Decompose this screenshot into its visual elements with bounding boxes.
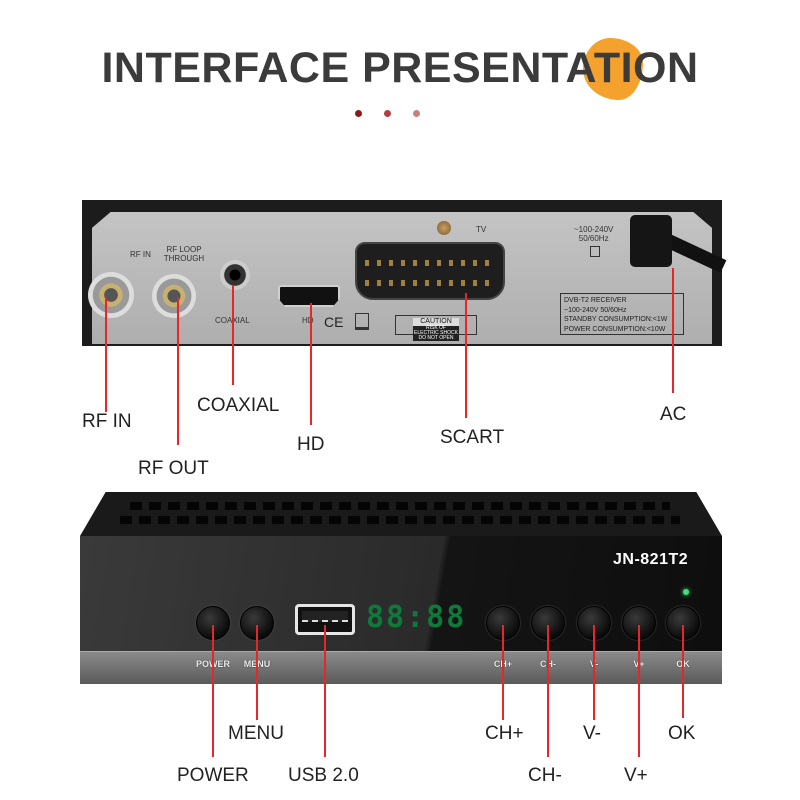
- callout-ch-plus: CH+: [485, 723, 524, 744]
- model-name: JN-821T2: [613, 551, 689, 568]
- caution-line1: RISK OF ELECTRIC SHOCK: [414, 325, 458, 336]
- callout-line: [177, 297, 179, 445]
- caution-label: CAUTION RISK OF ELECTRIC SHOCK DO NOT OP…: [395, 315, 477, 341]
- front-label-band: [80, 651, 722, 684]
- callout-rf-out: RF OUT: [138, 458, 209, 479]
- callout-line: [547, 625, 549, 757]
- scart-pins: [365, 260, 495, 266]
- usb-port-inner: [302, 611, 348, 622]
- weee-bin-icon: [355, 313, 369, 330]
- rf-out-connector: [152, 274, 196, 318]
- info-line: STANDBY CONSUMPTION:<1W: [564, 316, 668, 323]
- callout-v-plus: V+: [624, 765, 648, 786]
- vents: [120, 516, 680, 524]
- rf-in-connector: [88, 272, 134, 318]
- callout-usb: USB 2.0: [288, 765, 359, 786]
- callout-line: [593, 625, 595, 720]
- callout-line: [232, 285, 234, 385]
- front-face: [80, 536, 722, 652]
- voltage-label: ~100-240V 50/60Hz: [574, 225, 613, 243]
- callout-line: [212, 625, 214, 757]
- callout-ac: AC: [660, 404, 687, 425]
- info-line: POWER CONSUMPTION:<10W: [564, 325, 666, 333]
- rf-in-port-label: RF IN: [130, 250, 151, 259]
- info-line: DVB-T2 RECEIVER: [564, 297, 627, 304]
- ac-plug: [630, 215, 672, 267]
- callout-line: [465, 293, 467, 418]
- vents: [130, 502, 670, 510]
- tv-label: TV: [476, 225, 487, 234]
- callout-line: [682, 625, 684, 718]
- callout-ok: OK: [668, 723, 696, 744]
- callout-v-minus: V-: [583, 723, 601, 744]
- double-insulation-icon: [590, 246, 600, 257]
- callout-line: [256, 625, 258, 720]
- decor-dot: [413, 110, 420, 117]
- info-box: DVB-T2 RECEIVER ~100-240V 50/60Hz STANDB…: [560, 293, 684, 335]
- decor-dot: [384, 110, 391, 117]
- coaxial-connector: [220, 260, 250, 290]
- led-display: 88:88: [366, 600, 467, 635]
- hdmi-connector: [278, 285, 340, 307]
- callout-ch-minus: CH-: [528, 765, 562, 786]
- page-title: INTERFACE PRESENTATION: [101, 44, 699, 92]
- callout-line: [638, 625, 640, 757]
- callout-coaxial: COAXIAL: [197, 395, 280, 416]
- orange-blob-decoration: [583, 38, 643, 100]
- rf-loop-port-label: RF LOOP THROUGH: [163, 245, 205, 263]
- ce-mark: CE: [324, 314, 344, 330]
- callout-menu: MENU: [228, 723, 284, 744]
- callout-power: POWER: [177, 765, 249, 786]
- vol-minus-button[interactable]: [577, 606, 611, 640]
- screw-icon: [437, 221, 451, 235]
- callout-line: [310, 303, 312, 425]
- decor-dot: [355, 110, 362, 117]
- scart-connector: [355, 242, 505, 300]
- power-led: [683, 589, 689, 595]
- callout-scart: SCART: [440, 427, 505, 448]
- hd-port-label: HD: [302, 316, 314, 325]
- scart-pins: [365, 280, 495, 286]
- callout-hd: HD: [297, 434, 325, 455]
- voltage-text: ~100-240V: [574, 225, 614, 234]
- caution-line2: DO NOT OPEN: [418, 335, 454, 341]
- info-line: ~100-240V 50/60Hz: [564, 306, 627, 314]
- callout-line: [502, 625, 504, 720]
- device-top: [80, 492, 722, 536]
- callout-rf-in: RF IN: [82, 411, 132, 432]
- callout-line: [324, 625, 326, 757]
- caution-title: CAUTION: [413, 318, 459, 326]
- callout-line: [105, 297, 107, 412]
- frequency-text: 50/60Hz: [578, 234, 609, 243]
- callout-line: [672, 268, 674, 393]
